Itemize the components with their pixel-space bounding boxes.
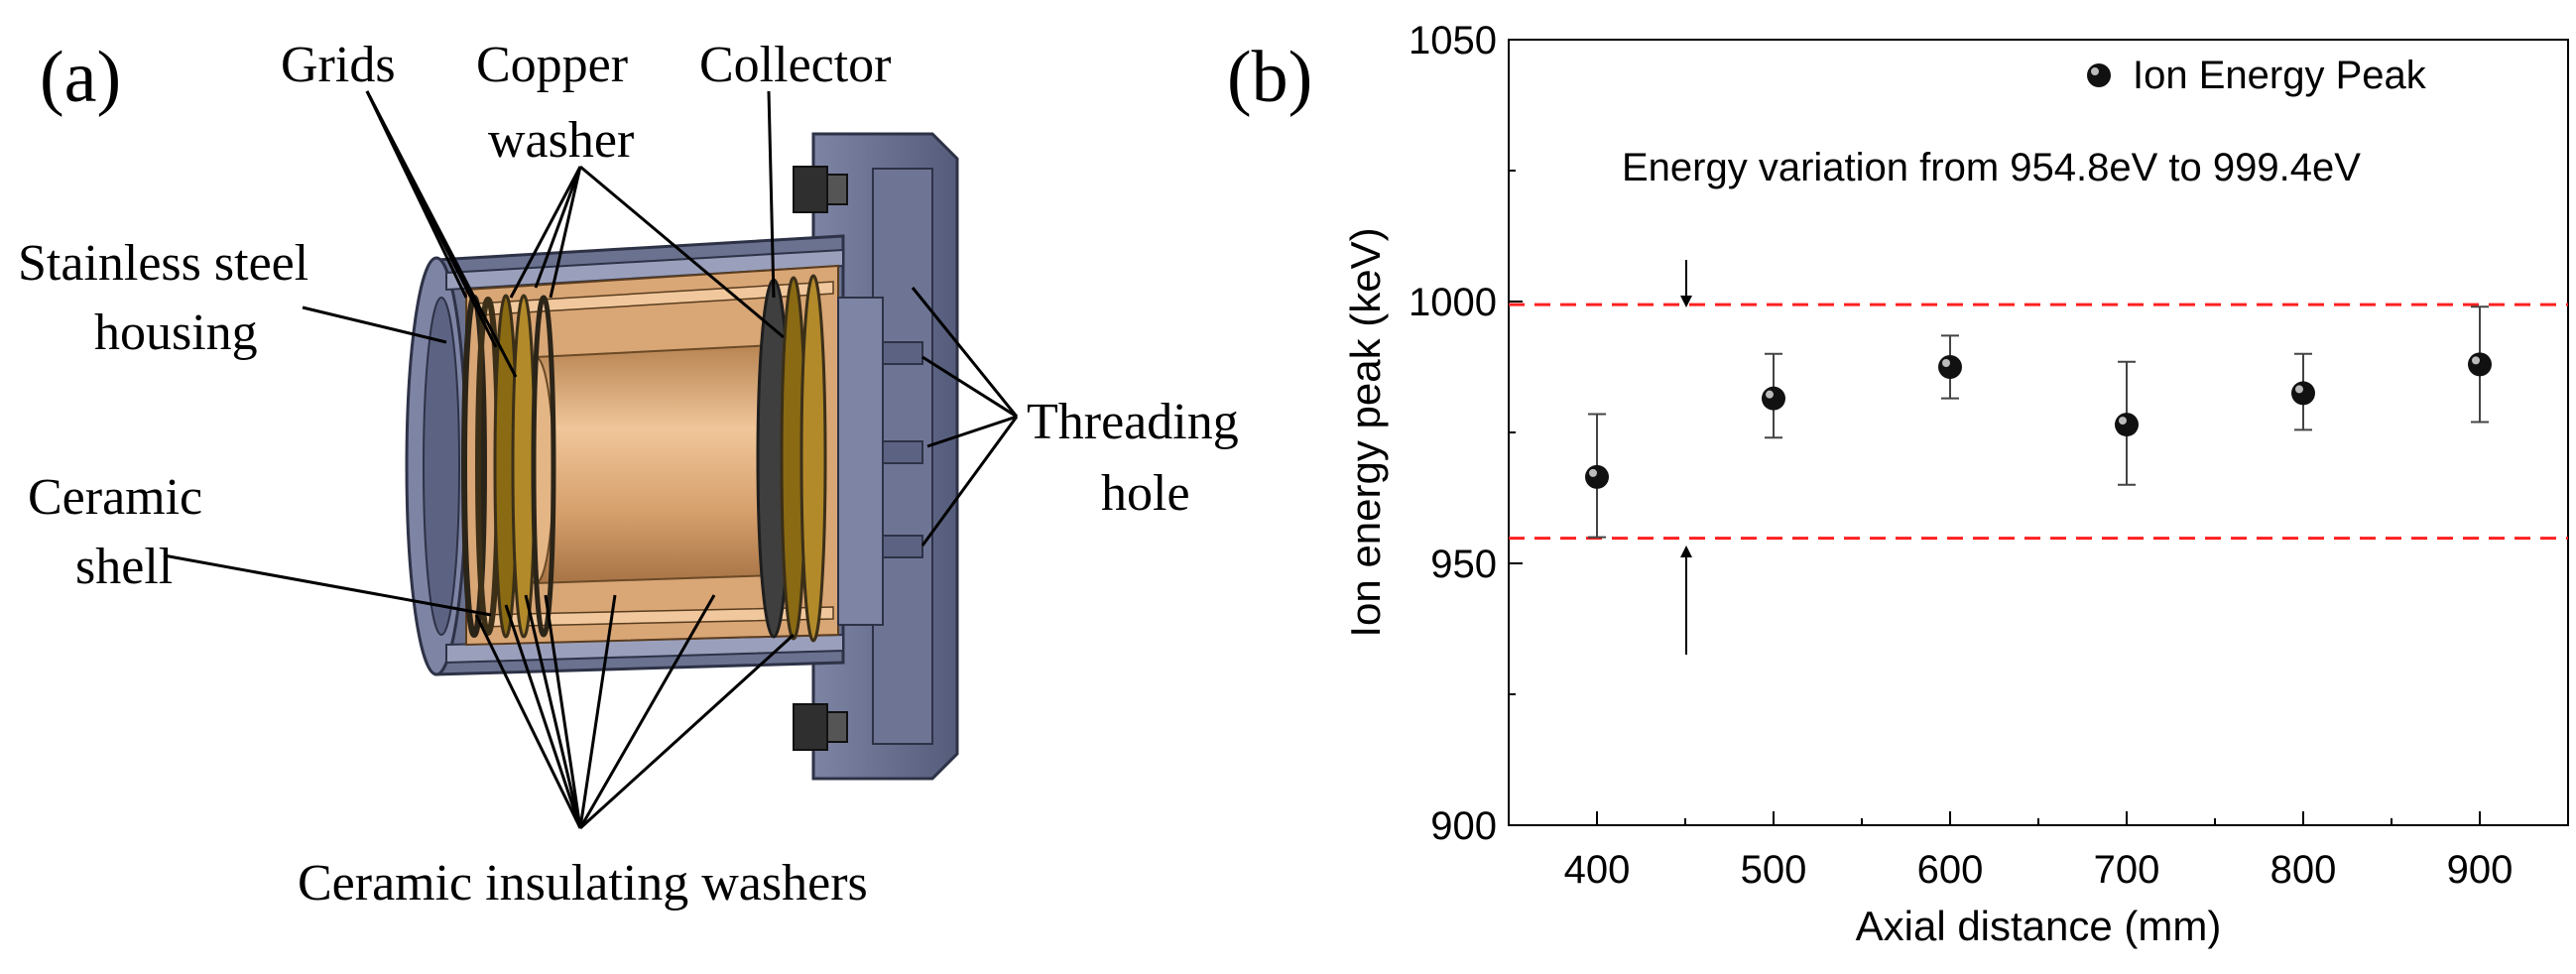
point-highlight (2295, 385, 2303, 394)
y-tick-label: 900 (1430, 804, 1497, 848)
bolt-top (793, 166, 848, 213)
point-highlight (2472, 356, 2480, 365)
point-marker (1938, 355, 1962, 379)
y-axis-label: Ion energy peak (keV) (1342, 227, 1389, 637)
data-point (1585, 413, 1609, 539)
label-threading-1: Threading (1027, 394, 1239, 450)
ion-energy-chart: (b) 400 500 600 700 800 900 900 950 1000 1050Axia… (1227, 19, 2569, 949)
grid-rings (461, 294, 556, 639)
label-housing-2: housing (94, 304, 258, 361)
data-point (2115, 360, 2139, 486)
panel-b-label: (b) (1227, 37, 1312, 118)
detector-diagram: (a) (18, 37, 1239, 912)
label-copper-washer-1: Copper (476, 37, 628, 93)
point-highlight (2119, 417, 2127, 426)
label-copper-washer-2: washer (488, 112, 634, 169)
x-tick-label: 900 (2447, 848, 2514, 892)
bolt-bottom (793, 703, 848, 751)
x-tick-label: 500 (1741, 848, 1807, 892)
x-tick-label: 600 (1917, 848, 1984, 892)
label-collector: Collector (699, 37, 892, 93)
label-insulating-washers: Ceramic insulating washers (298, 855, 868, 912)
point-marker (1762, 386, 1785, 411)
energy-variation-annotation: Energy variation from 954.8eV to 999.4eV (1622, 146, 2361, 189)
point-highlight (1589, 468, 1597, 477)
label-threading-2: hole (1101, 465, 1190, 522)
x-tick-label: 800 (2270, 848, 2337, 892)
label-ceramic-shell-2: shell (75, 539, 173, 595)
annotation-arrows (1680, 260, 1692, 655)
label-grids: Grids (281, 37, 396, 93)
data-points (1585, 305, 2492, 539)
point-highlight (1766, 390, 1774, 399)
data-point (2291, 352, 2315, 431)
x-tick-label: 700 (2094, 848, 2160, 892)
label-ceramic-shell-1: Ceramic (28, 469, 202, 526)
point-marker (2115, 413, 2139, 437)
y-tick-label: 1050 (1409, 19, 1497, 62)
chart-legend: Ion Energy Peak (2087, 54, 2427, 97)
legend-label: Ion Energy Peak (2133, 54, 2427, 97)
rear-steps (837, 297, 923, 626)
y-tick-label: 1000 (1409, 281, 1497, 324)
data-point (2468, 305, 2492, 424)
ceramic-shell (465, 264, 839, 647)
point-marker (1585, 464, 1609, 489)
point-marker (2291, 381, 2315, 406)
point-highlight (1942, 359, 1950, 367)
y-tick-label: 950 (1430, 543, 1497, 586)
leader-lines (163, 90, 1019, 830)
data-point (1762, 352, 1785, 439)
data-point (1938, 334, 1962, 400)
panel-a-label: (a) (40, 37, 121, 118)
point-marker (2468, 352, 2492, 377)
collector-plate (756, 274, 827, 643)
label-housing-1: Stainless steel (18, 235, 308, 292)
x-axis-label: Axial distance (mm) (1856, 903, 2222, 949)
x-tick-label: 400 (1564, 848, 1631, 892)
reference-lines (1509, 303, 2568, 541)
legend-marker (2087, 63, 2111, 87)
